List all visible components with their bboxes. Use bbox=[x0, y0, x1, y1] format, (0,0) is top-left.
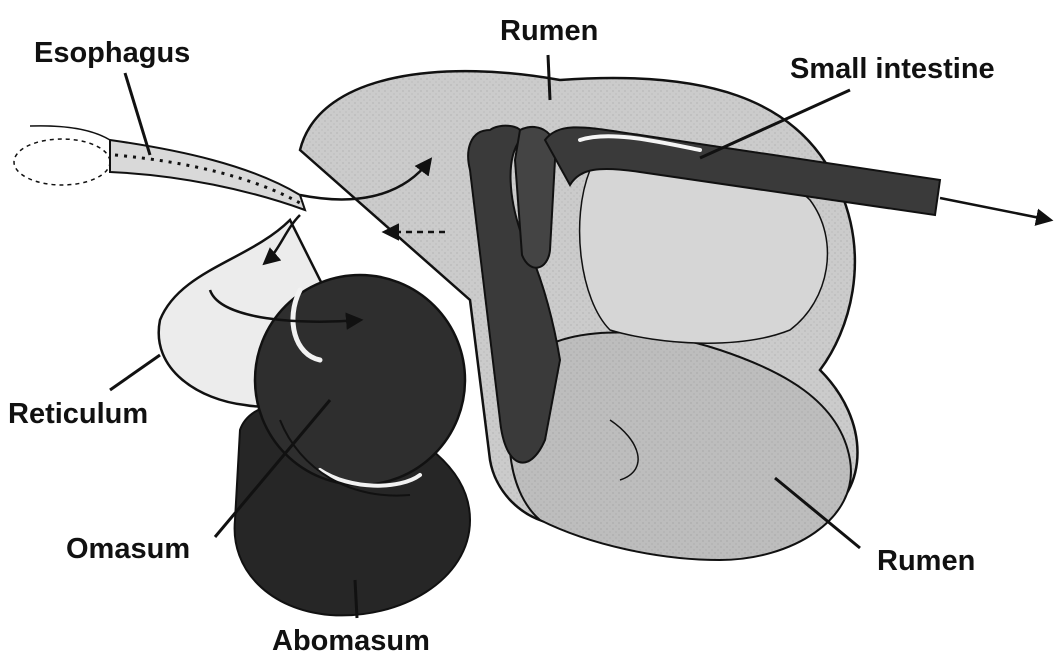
esophagus-tube bbox=[110, 140, 305, 210]
label-esophagus: Esophagus bbox=[34, 37, 190, 69]
leader-rumen-top bbox=[548, 55, 550, 100]
bolus-outline bbox=[14, 139, 110, 185]
label-rumen-bottom: Rumen bbox=[877, 545, 975, 577]
flow-arrow-exit bbox=[940, 198, 1050, 220]
label-rumen-top: Rumen bbox=[500, 15, 598, 47]
leader-abomasum bbox=[355, 580, 357, 618]
label-reticulum: Reticulum bbox=[8, 398, 148, 430]
label-abomasum: Abomasum bbox=[272, 625, 430, 656]
label-small-intestine: Small intestine bbox=[790, 53, 995, 85]
leader-reticulum bbox=[110, 355, 160, 390]
label-omasum: Omasum bbox=[66, 533, 190, 565]
